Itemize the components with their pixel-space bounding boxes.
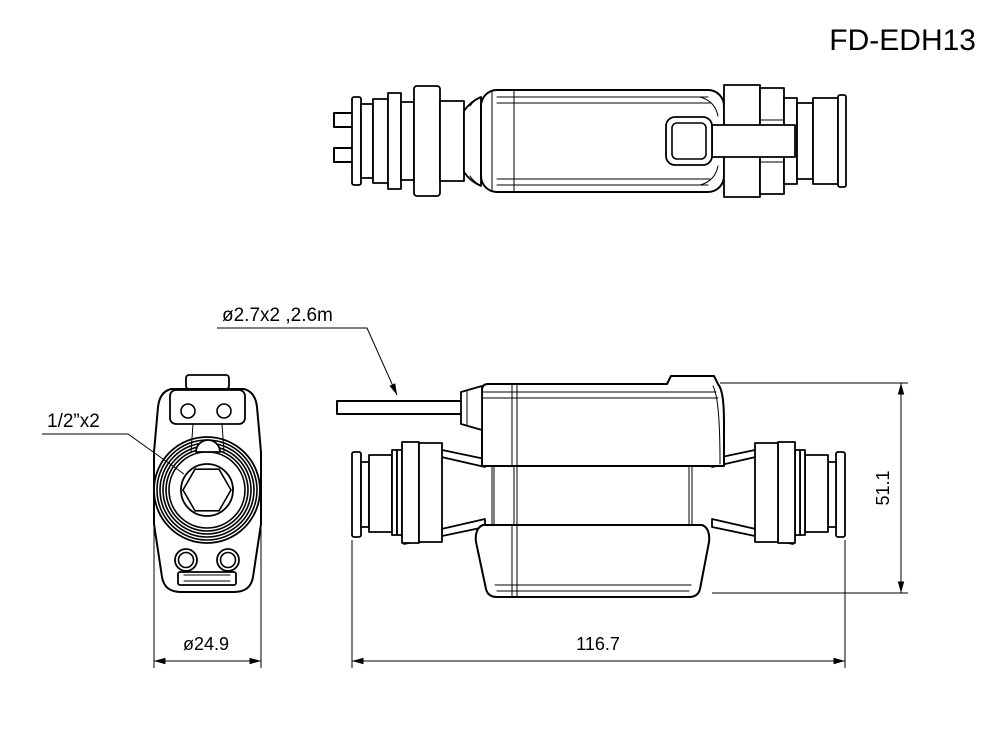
tube-flange	[835, 451, 846, 538]
ports-callout-leader	[42, 433, 185, 475]
nut-detail-lines	[760, 119, 785, 163]
front-view	[153, 374, 262, 593]
top-tab	[185, 374, 230, 390]
hex-socket	[182, 468, 232, 512]
plan-view	[333, 84, 847, 198]
cable-callout: ø2.7x2 ,2.6m	[217, 305, 398, 396]
bore-circle	[180, 463, 234, 517]
top-housing	[481, 375, 725, 467]
fitting-ring	[804, 454, 829, 533]
latch-arm	[711, 124, 796, 158]
cable-entry-circle	[216, 403, 232, 419]
cable-entry-circle	[180, 403, 196, 419]
fitting-ring	[827, 461, 837, 528]
overall-height-dimension: 51.1	[712, 382, 908, 594]
taper	[463, 96, 482, 187]
union-nut	[777, 441, 796, 544]
cable-entry-plate	[169, 389, 246, 425]
fitting-collar	[754, 442, 779, 543]
extension-lines	[351, 540, 846, 668]
bracket-sides	[190, 423, 225, 453]
union-nut	[401, 441, 420, 544]
tube-flange	[351, 96, 362, 186]
side-view	[336, 375, 846, 598]
tube-flange	[837, 94, 847, 188]
fitting-collar	[418, 442, 443, 543]
overall-length-value: 116.7	[576, 634, 620, 654]
cable-callout-label: ø2.7x2 ,2.6m	[222, 305, 333, 326]
fitting-ring	[360, 461, 370, 528]
bottom-housing	[474, 524, 711, 598]
fitting-ring	[796, 102, 814, 180]
fitting-collar	[439, 100, 465, 182]
overall-height-value: 51.1	[873, 470, 893, 505]
ports-callout: 1/2”x2	[42, 411, 185, 475]
fitting-ring	[368, 454, 393, 533]
mounting-hole-inner	[177, 551, 195, 569]
fitting-ring	[400, 101, 415, 181]
ports-callout-label: 1/2”x2	[47, 411, 100, 432]
overall-length-dimension: 116.7	[351, 540, 846, 668]
fitting-ring	[360, 103, 374, 179]
extension-lines	[712, 382, 908, 594]
union-nut	[413, 85, 441, 197]
drawing-title: FD-EDH13	[829, 24, 976, 57]
face-diameter-dimension: ø24.9	[153, 528, 262, 668]
cable	[336, 400, 464, 415]
mounting-hole-inner	[219, 551, 237, 569]
body-detail-lines	[469, 89, 719, 193]
fitting-ring	[812, 97, 839, 185]
dome-detail	[195, 439, 221, 453]
push-button	[665, 116, 713, 166]
face-diameter-value: ø24.9	[183, 634, 229, 654]
extension-lines	[153, 528, 262, 668]
fitting-ring	[387, 92, 402, 190]
cable-gland	[460, 385, 483, 431]
push-button-inner	[671, 122, 707, 160]
tube-flange	[351, 451, 362, 538]
slot-detail	[183, 574, 231, 582]
cable-callout-leader	[217, 327, 398, 396]
bottom-slot	[177, 571, 237, 586]
fitting-ring	[372, 98, 389, 184]
